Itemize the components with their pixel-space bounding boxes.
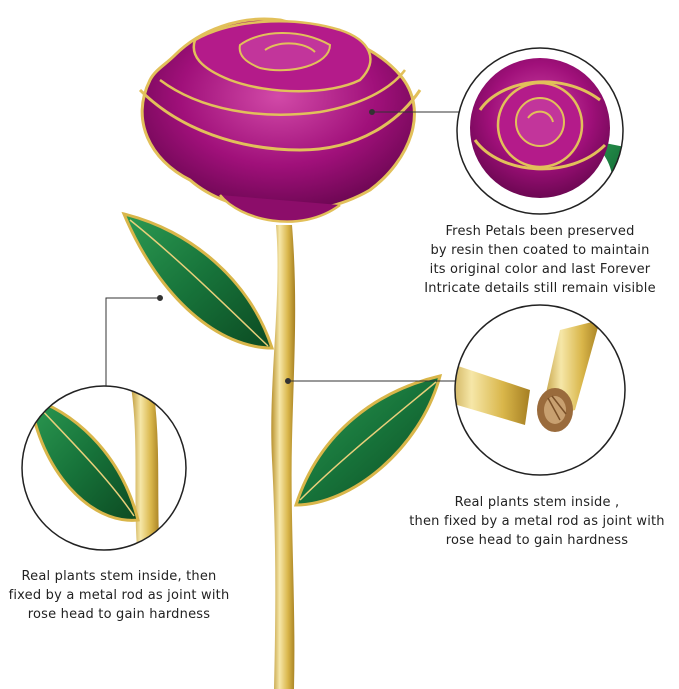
stem-left-caption-line: fixed by a metal rod as joint with [8,588,230,603]
petals-caption-line: by resin then coated to maintain [430,243,650,258]
petals-caption-line: Intricate details still remain visible [424,281,656,296]
rose-head [138,17,422,223]
stem-left-caption-line: Real plants stem inside, then [21,569,217,584]
petals-caption: Fresh Petals been preserved by resin the… [405,222,675,298]
petals-caption-line: its original color and last Forever [429,262,651,277]
stem-left-caption-line: rose head to gain hardness [27,607,211,622]
stem-right-caption-line: rose head to gain hardness [445,533,629,548]
stem-right-caption-line: then fixed by a metal rod as joint with [409,514,665,529]
stem-cut-zoom [454,304,626,476]
upper-leaf [121,211,275,350]
stem-left-caption: Real plants stem inside, then fixed by a… [0,567,238,624]
leaf-joint-zoom [21,385,187,551]
petal-detail-zoom [456,47,624,215]
callout-lines [105,109,462,386]
petals-caption-line: Fresh Petals been preserved [445,224,635,239]
lower-leaf [293,373,443,507]
rose-stem [271,225,296,689]
stem-right-caption-line: Real plants stem inside , [454,495,620,510]
stem-right-caption: Real plants stem inside , then fixed by … [395,493,679,550]
